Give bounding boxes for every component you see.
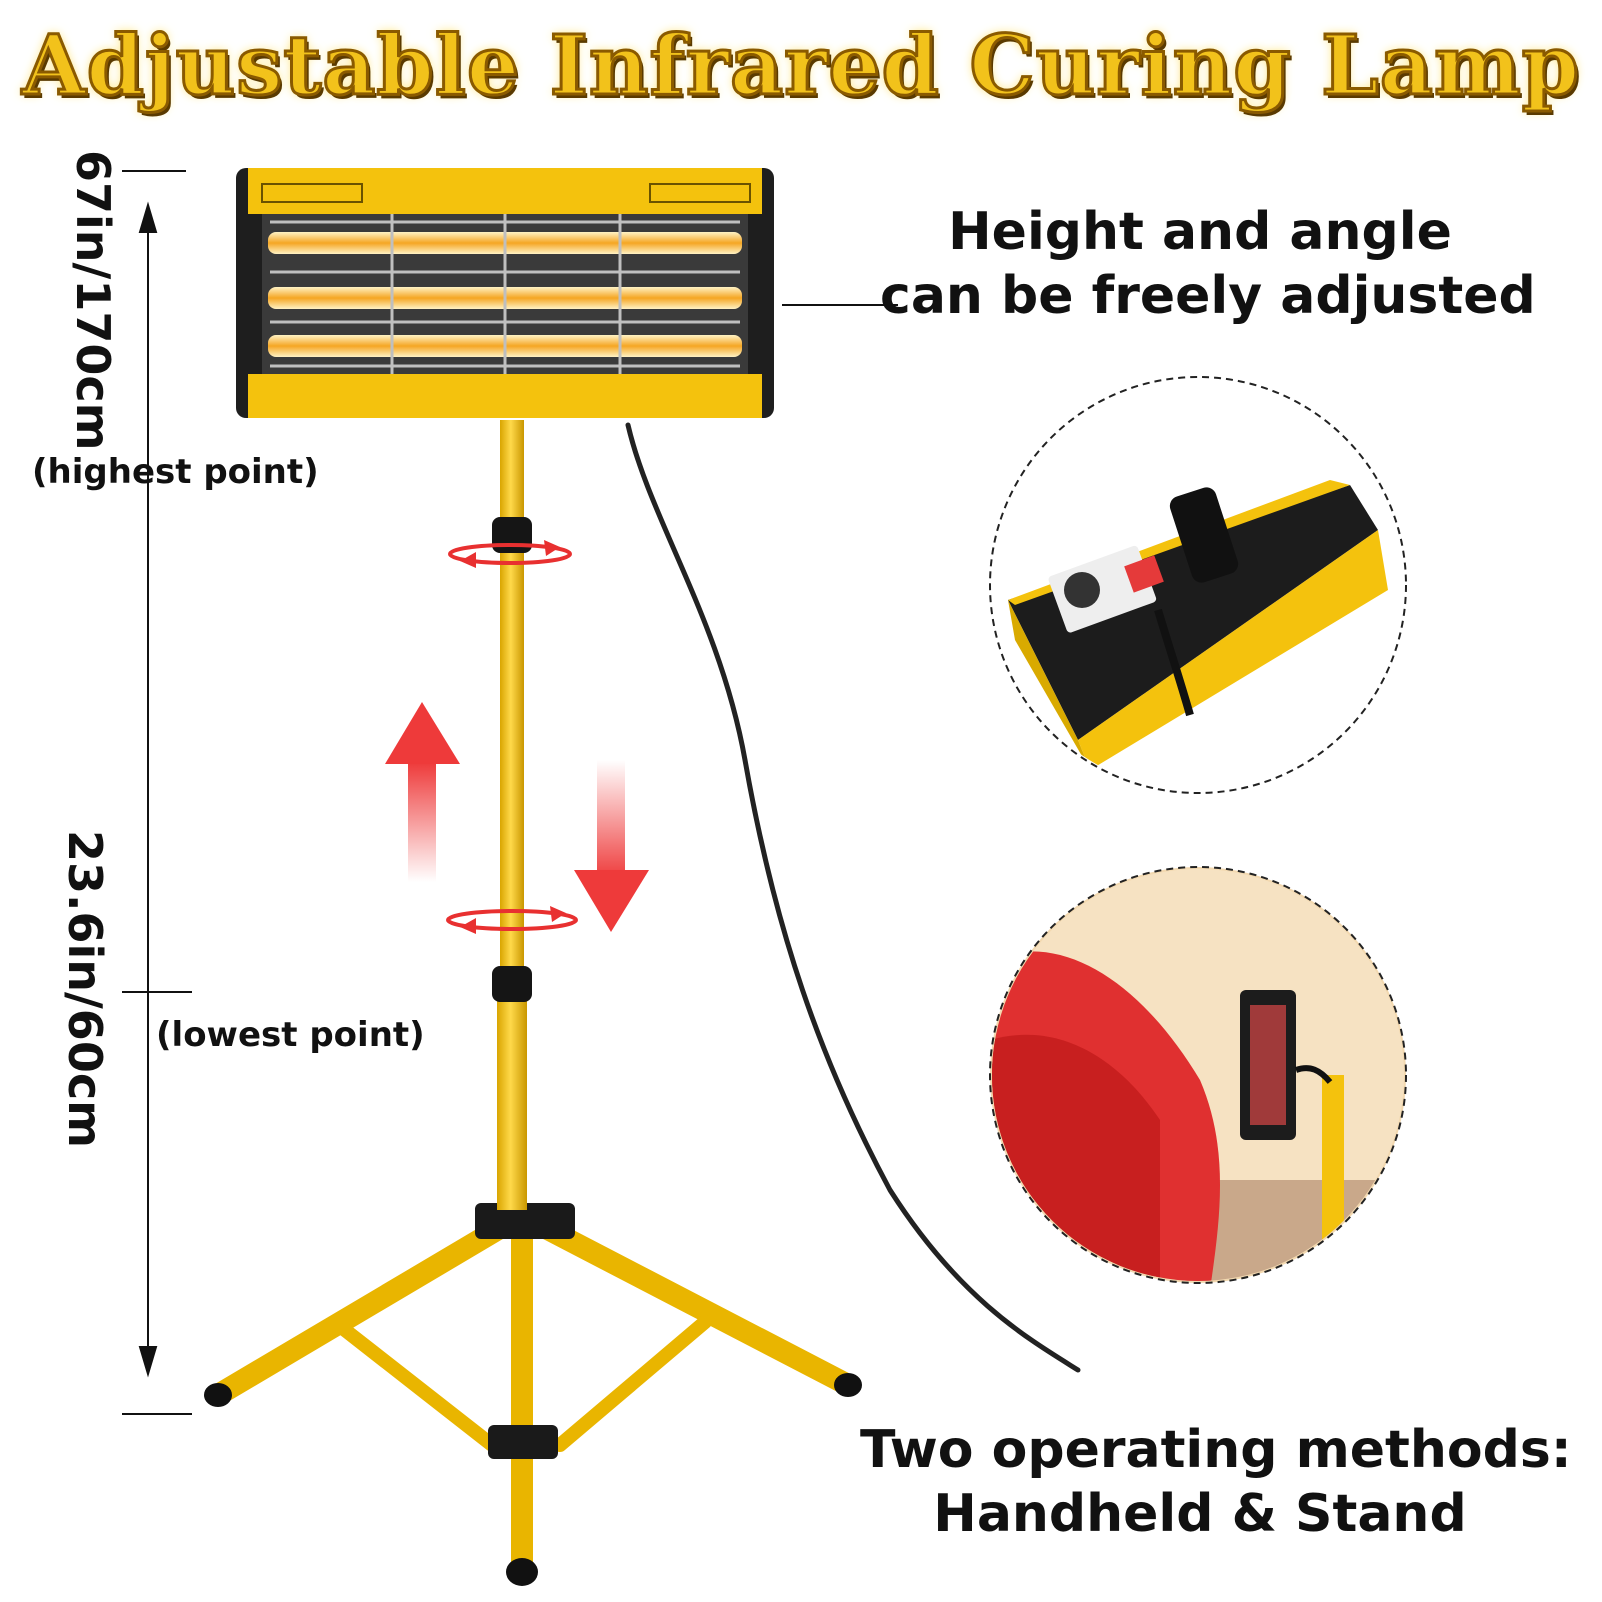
methods-feature-line1: Two operating methods: [860,1420,1572,1480]
tripod-base [207,1214,859,1576]
rotate-arrow-icon [446,906,578,934]
down-arrow-icon [574,760,649,932]
adjust-feature-line1: Height and angle [948,202,1452,262]
control-panel-detail [989,376,1407,794]
brace-hub [488,1425,558,1459]
up-arrow-icon [385,702,460,882]
pole-lock-upper [492,517,532,553]
pole-upper [500,420,524,980]
page-title: Adjustable Infrared Curing Lamp [20,17,1581,116]
power-cord [625,422,1081,1373]
min-height-label: 23.6in/60cm [58,830,112,1149]
handheld-use-detail [989,866,1407,1284]
height-measurement [122,170,192,1415]
foot-right [834,1373,862,1397]
methods-feature-line2: Handheld & Stand [933,1484,1467,1544]
lamp-head [236,168,774,418]
foot-left [204,1383,232,1407]
max-height-caption: (highest point) [32,452,319,492]
pole-lower [497,980,527,1210]
leg-hub [475,1203,575,1239]
rotate-arrow-icon [448,540,572,568]
foot-center [506,1558,538,1586]
adjust-feature-line2: can be freely adjusted [880,266,1536,326]
min-height-caption: (lowest point) [156,1015,425,1055]
max-height-label: 67in/170cm [66,150,120,451]
pole-lock-lower [492,966,532,1002]
